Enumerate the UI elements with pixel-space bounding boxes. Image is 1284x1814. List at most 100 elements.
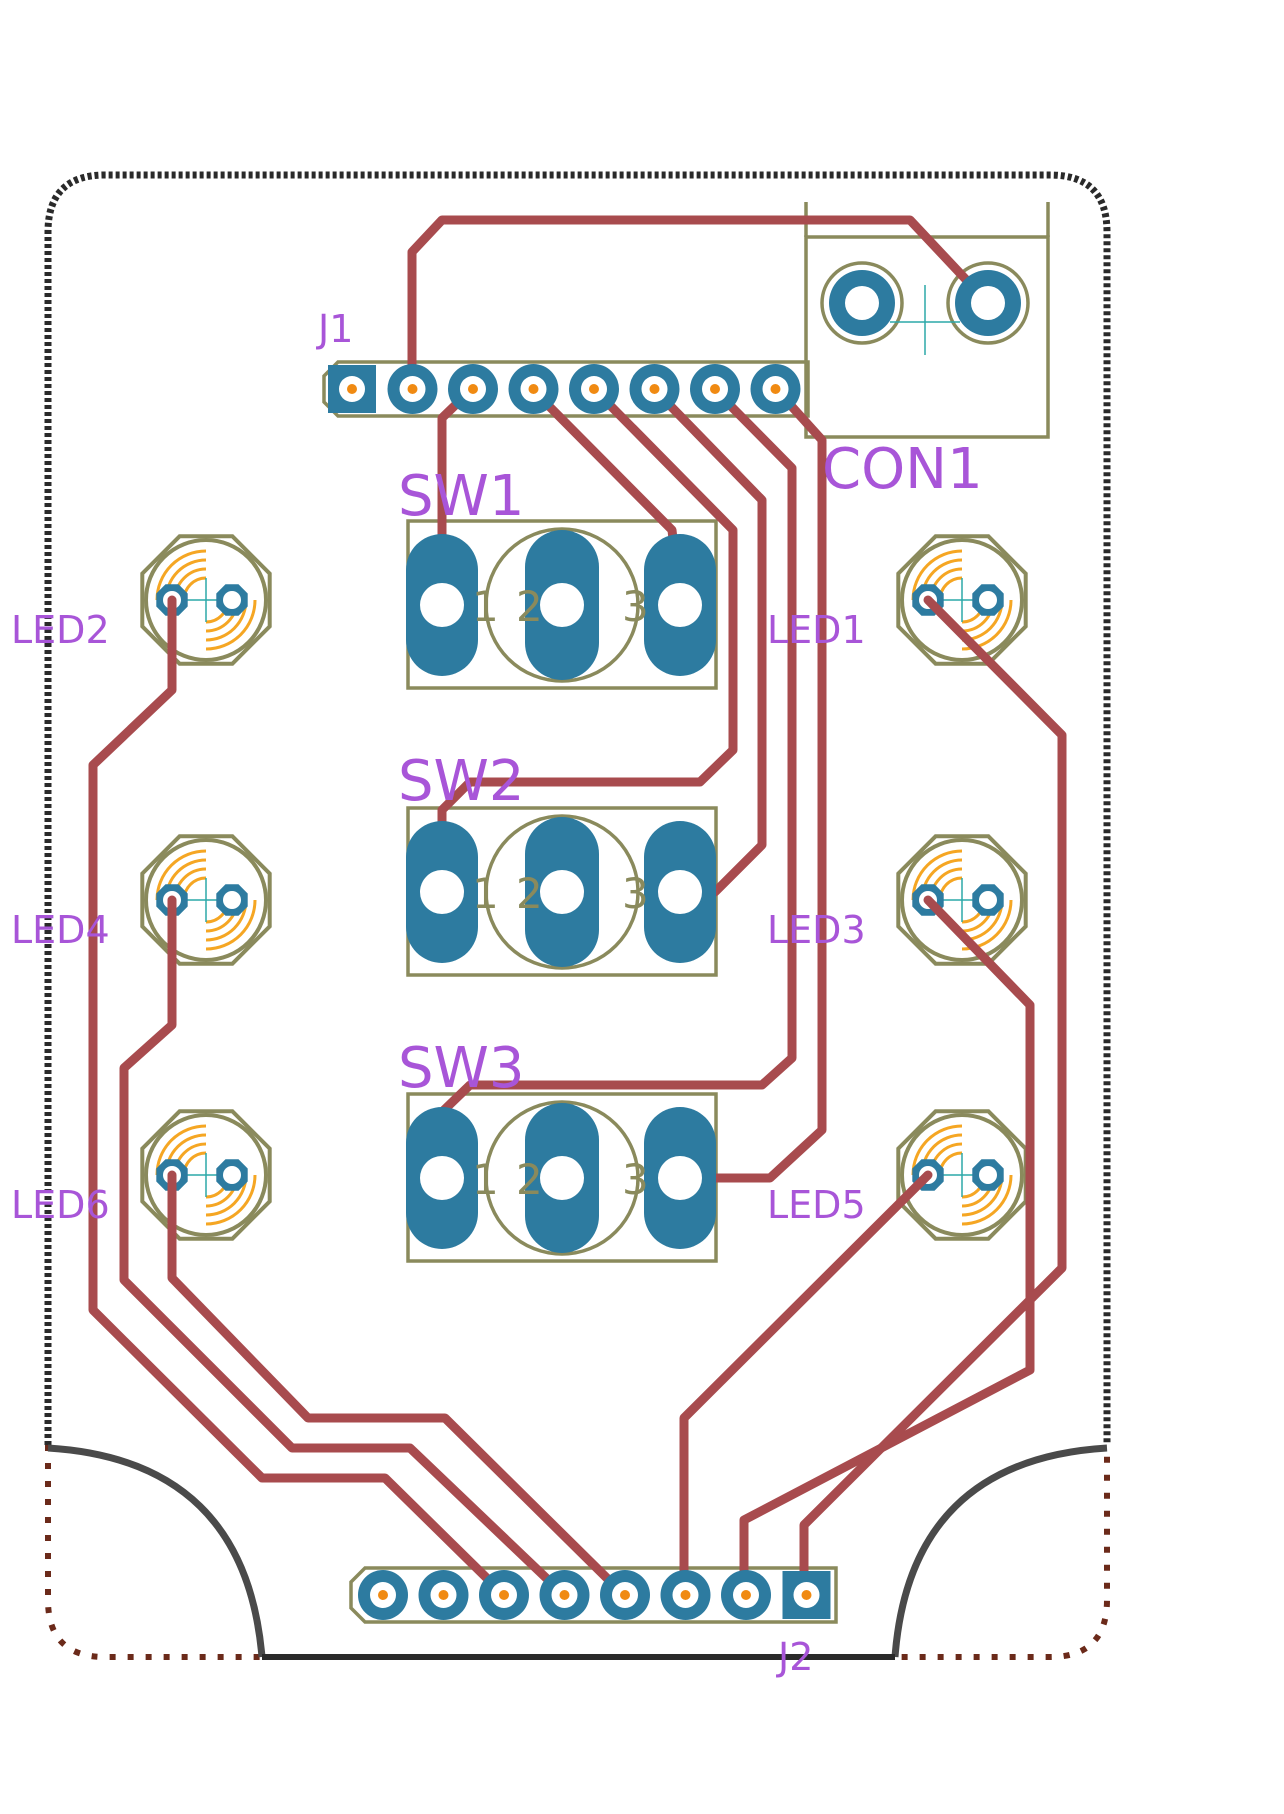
label-led4: LED4 bbox=[11, 908, 110, 952]
label-con1: CON1 bbox=[822, 437, 983, 502]
trace-led4-j2 bbox=[119, 895, 569, 1600]
label-j2: J2 bbox=[776, 1635, 813, 1679]
label-led3: LED3 bbox=[767, 908, 866, 952]
j1-pin-3-drill-center bbox=[468, 384, 478, 394]
j2-pin-4-drill-center bbox=[620, 1590, 630, 1600]
led6-footprint bbox=[140, 1109, 272, 1241]
j1-pin-8-drill-center bbox=[770, 384, 781, 394]
trace-led3-j2 bbox=[739, 895, 1035, 1600]
led1-marking-arc bbox=[911, 549, 963, 601]
led6-marking-arc bbox=[205, 1174, 257, 1226]
sw1-pin-number: 3 bbox=[622, 582, 649, 631]
label-led2: LED2 bbox=[11, 608, 110, 652]
led1-drill bbox=[979, 591, 997, 609]
trace-j1p8-sw3p3 bbox=[675, 384, 827, 1183]
j1-pin-1-drill-center bbox=[347, 384, 357, 394]
sw1-actuator-outline bbox=[484, 527, 640, 683]
led2-body-outline bbox=[140, 534, 272, 666]
led2-footprint bbox=[140, 534, 272, 666]
j2-pin-3-drill-center bbox=[680, 1590, 691, 1600]
label-led1: LED1 bbox=[767, 608, 866, 652]
label-j1: J1 bbox=[316, 307, 353, 351]
led5-marking-arc bbox=[961, 1174, 1013, 1226]
sw2-pin-number: 1 bbox=[472, 869, 499, 918]
con1-terminal-2-drill bbox=[971, 286, 1005, 320]
led3-lens-outline bbox=[900, 838, 1024, 962]
label-sw2: SW2 bbox=[398, 749, 525, 814]
sw2-drill-2 bbox=[540, 870, 584, 914]
led5-body-outline bbox=[896, 1109, 1028, 1241]
led4-body-outline bbox=[140, 834, 272, 966]
led4-drill bbox=[223, 891, 241, 909]
trace-led6-j2 bbox=[167, 1170, 629, 1600]
j2-header-outline bbox=[349, 1566, 838, 1624]
trace-led1-j2 bbox=[799, 595, 1067, 1600]
led5-drill bbox=[979, 1166, 997, 1184]
j1-pin-2-drill-center bbox=[407, 384, 418, 394]
led4-footprint bbox=[140, 834, 272, 966]
j2-pin-6-drill-center bbox=[499, 1590, 509, 1600]
label-sw1: SW1 bbox=[398, 464, 525, 529]
led5-footprint bbox=[896, 1109, 1028, 1241]
board-outline-top bbox=[44, 171, 1111, 1445]
trace-j1p2-con1 bbox=[407, 215, 993, 394]
led6-lens-outline bbox=[144, 1113, 268, 1237]
con1-terminal-outline-left bbox=[820, 261, 904, 345]
trace-led2-j2 bbox=[88, 595, 509, 1600]
sw2-drill-3 bbox=[658, 870, 702, 914]
pads bbox=[328, 270, 1021, 1620]
con1-terminal-outline-right bbox=[946, 261, 1030, 345]
led1-lens-outline bbox=[900, 538, 1024, 662]
led2-lens-outline bbox=[144, 538, 268, 662]
label-sw3: SW3 bbox=[398, 1036, 525, 1101]
j1-pin-5-drill-center bbox=[589, 384, 599, 394]
sw1-pin-number: 2 bbox=[516, 582, 543, 631]
sw2-drill-1 bbox=[420, 870, 464, 914]
sw3-pin-number: 2 bbox=[516, 1155, 543, 1204]
j2-pin-5-drill-center bbox=[559, 1590, 570, 1600]
mounting-cutout-right bbox=[891, 1444, 1108, 1658]
sw3-actuator-outline bbox=[484, 1100, 640, 1256]
sw3-pin-number: 1 bbox=[472, 1155, 499, 1204]
led6-body-outline bbox=[140, 1109, 272, 1241]
led5-marking-arc bbox=[911, 1124, 963, 1176]
j1-pin-7-drill-center bbox=[710, 384, 720, 394]
sw2-pin-number: 2 bbox=[516, 869, 543, 918]
led6-marking-arc bbox=[155, 1124, 207, 1176]
led4-marking-arc bbox=[155, 849, 207, 901]
led2-marking-arc bbox=[155, 549, 207, 601]
sw1-drill-3 bbox=[658, 583, 702, 627]
led3-drill bbox=[979, 891, 997, 909]
led3-body-outline bbox=[896, 834, 1028, 966]
sw3-drill-2 bbox=[540, 1156, 584, 1200]
mounting-cutout-left bbox=[47, 1444, 266, 1658]
led1-body-outline bbox=[896, 534, 1028, 666]
sw3-drill-1 bbox=[420, 1156, 464, 1200]
led2-drill bbox=[223, 591, 241, 609]
j2-pin-7-drill-center bbox=[438, 1590, 449, 1600]
copper-traces bbox=[88, 215, 1067, 1600]
j1-pin-4-drill-center bbox=[528, 384, 539, 394]
center-marks bbox=[890, 285, 960, 355]
sw1-drill-1 bbox=[420, 583, 464, 627]
led6-drill bbox=[223, 1166, 241, 1184]
led2-marking-arc bbox=[205, 599, 257, 651]
j1-header-outline bbox=[322, 360, 810, 418]
sw2-actuator-outline bbox=[484, 814, 640, 970]
label-led5: LED5 bbox=[767, 1183, 866, 1227]
trace-led5-j2 bbox=[679, 1170, 933, 1600]
sw3-drill-3 bbox=[658, 1156, 702, 1200]
trace-j1p5-sw2p1 bbox=[437, 384, 738, 897]
j1-pin-6-drill-center bbox=[649, 384, 660, 394]
led4-marking-arc bbox=[205, 899, 257, 951]
sw2-pin-number: 3 bbox=[622, 869, 649, 918]
j2-pin-8-drill-center bbox=[378, 1590, 388, 1600]
led1-footprint bbox=[896, 534, 1028, 666]
board-outline bbox=[44, 171, 1111, 1660]
led3-marking-arc bbox=[911, 849, 963, 901]
sw1-pin-number: 1 bbox=[472, 582, 499, 631]
sw1-drill-2 bbox=[540, 583, 584, 627]
reference-labels: J1 J2 CON1 SW1 SW2 SW3 LED1 LED2 LED3 LE… bbox=[11, 307, 983, 1679]
led4-lens-outline bbox=[144, 838, 268, 962]
